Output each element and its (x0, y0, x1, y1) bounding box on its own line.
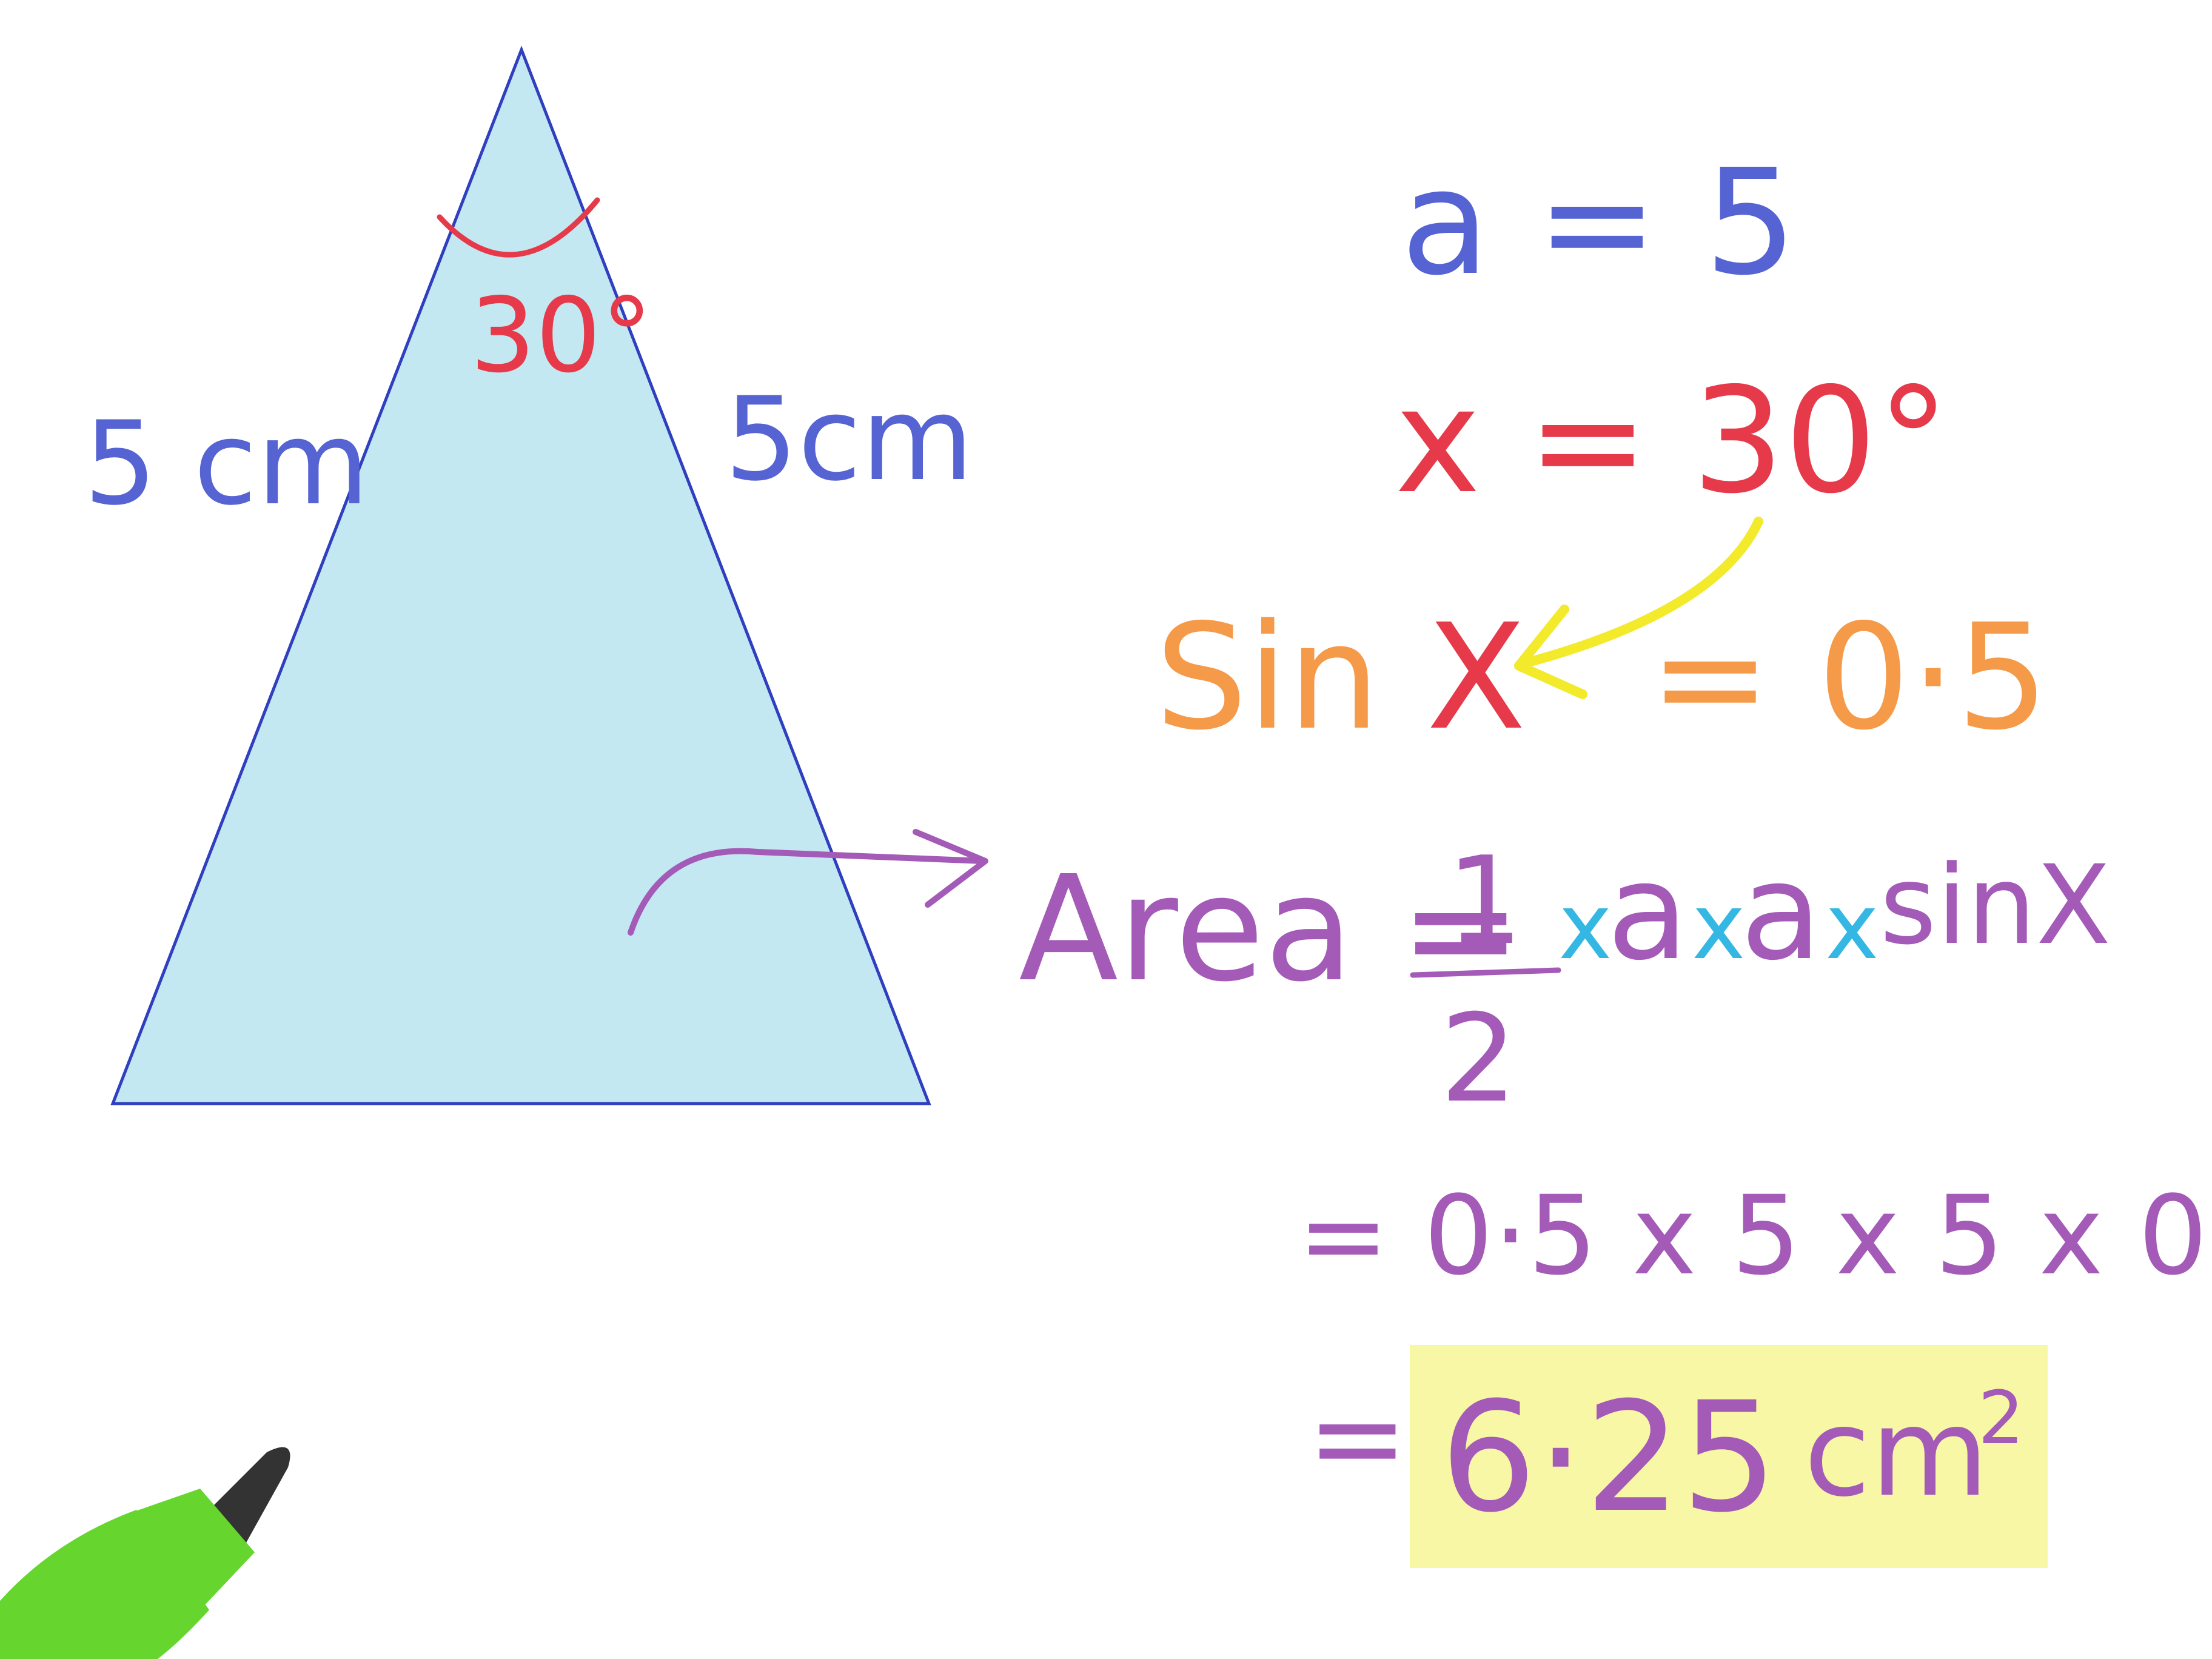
formula-term-a: a (1607, 834, 1689, 990)
sine-equation-lhs: Sin X (1155, 592, 1526, 762)
fraction-numerator: 1 (1446, 831, 1523, 972)
isosceles-triangle (110, 45, 931, 1105)
result-value: 6·25 (1440, 1369, 1778, 1546)
result-equals-sign: = (1307, 1367, 1409, 1509)
multiply-sign: x (1558, 874, 1612, 980)
area-arrow (628, 848, 985, 936)
side-a-equation: a = 5 (1401, 138, 1797, 307)
sine-equation-rhs: = 0·5 (1649, 592, 2049, 762)
left-side-length-label: 5 cm (84, 397, 369, 531)
substitution-line: = 0·5 x 5 x 5 x 0·5 (1298, 1173, 2212, 1299)
result-highlight (1410, 1345, 2048, 1568)
apex-angle-arc (437, 197, 600, 258)
fraction-bar (1410, 967, 1561, 978)
marker-body (0, 1510, 209, 1659)
marker-pen-icon (0, 1447, 290, 1659)
apex-angle-label: 30° (470, 276, 652, 396)
angle-x-equation-lhs: x = (1395, 356, 1649, 526)
multiply-sign: x (1825, 874, 1879, 980)
right-side-length-label: 5cm (725, 372, 973, 506)
result-unit: cm (1804, 1382, 1989, 1524)
substitution-arrow-head (1514, 605, 1587, 699)
formula-term-sinx: sinX (1880, 842, 2111, 969)
fraction-denominator: 2 (1440, 988, 1517, 1130)
angle-x-value: 30° (1692, 356, 1949, 526)
multiply-sign: x (1692, 874, 1746, 980)
marker-nose (130, 1489, 255, 1607)
formula-term-a: a (1740, 834, 1822, 990)
area-arrow-head (913, 829, 988, 908)
substitution-arrow (1517, 517, 1763, 669)
result-unit-exponent: 2 (1978, 1376, 2024, 1461)
area-formula-lhs: Area = (1019, 844, 1522, 1014)
